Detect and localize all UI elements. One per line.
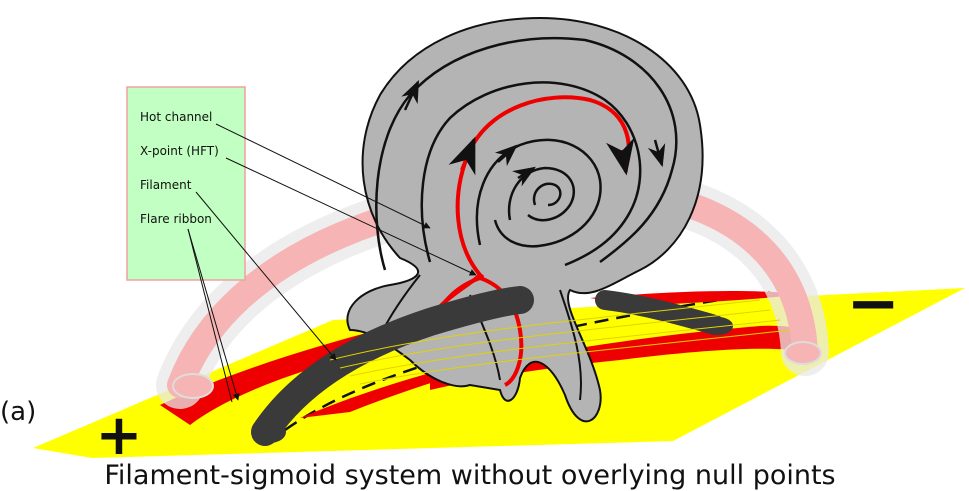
field-line-mid — [420, 81, 642, 267]
polarity-negative: − — [846, 267, 900, 341]
caption: Filament-sigmoid system without overlyin… — [104, 460, 835, 491]
hot-channel-footpoint-right — [784, 341, 822, 365]
field-line-outer-arrow — [401, 79, 420, 111]
legend-item-x-point: X-point (HFT) — [140, 144, 219, 158]
legend-item-filament: Filament — [140, 178, 192, 192]
flux-rope-arrow-up — [448, 136, 476, 176]
field-line-core — [532, 182, 562, 207]
filament — [251, 286, 534, 446]
flux-rope-lower-loop — [479, 276, 524, 387]
leader-lines — [187, 123, 477, 403]
hot-channel-footpoint-left — [172, 373, 214, 399]
panel-label: (a) — [0, 397, 36, 427]
field-line-inner-2 — [507, 166, 576, 222]
filament-footpoint-right — [703, 317, 733, 335]
flare-ribbon-right — [430, 325, 811, 390]
legend-item-hot-channel: Hot channel — [140, 110, 212, 124]
field-line-inner-1-arrow — [494, 144, 518, 167]
leader-x-point — [225, 157, 477, 276]
field-line-lower-right — [559, 289, 582, 401]
flux-rope-arrow-down — [606, 137, 635, 176]
field-line-mid-arrow — [647, 139, 666, 168]
filament-footpoint-left — [254, 421, 286, 443]
field-line-inner-1 — [475, 138, 602, 248]
overlying-field-lines — [329, 299, 791, 385]
leader-flare-ribbon-2 — [187, 228, 233, 403]
leader-flare-ribbon-1 — [187, 228, 240, 401]
legend-item-flare-ribbon: Flare ribbon — [140, 212, 212, 226]
leader-filament — [195, 191, 337, 361]
x-point-marker — [478, 274, 484, 280]
polarity-positive: + — [96, 403, 143, 468]
flare-ribbon-left — [160, 308, 560, 425]
legend-box — [126, 86, 246, 281]
filament-right — [595, 290, 725, 335]
leader-hot-channel — [215, 123, 431, 229]
field-line-outer — [375, 36, 678, 271]
field-line-inner-2-arrow — [512, 166, 536, 187]
